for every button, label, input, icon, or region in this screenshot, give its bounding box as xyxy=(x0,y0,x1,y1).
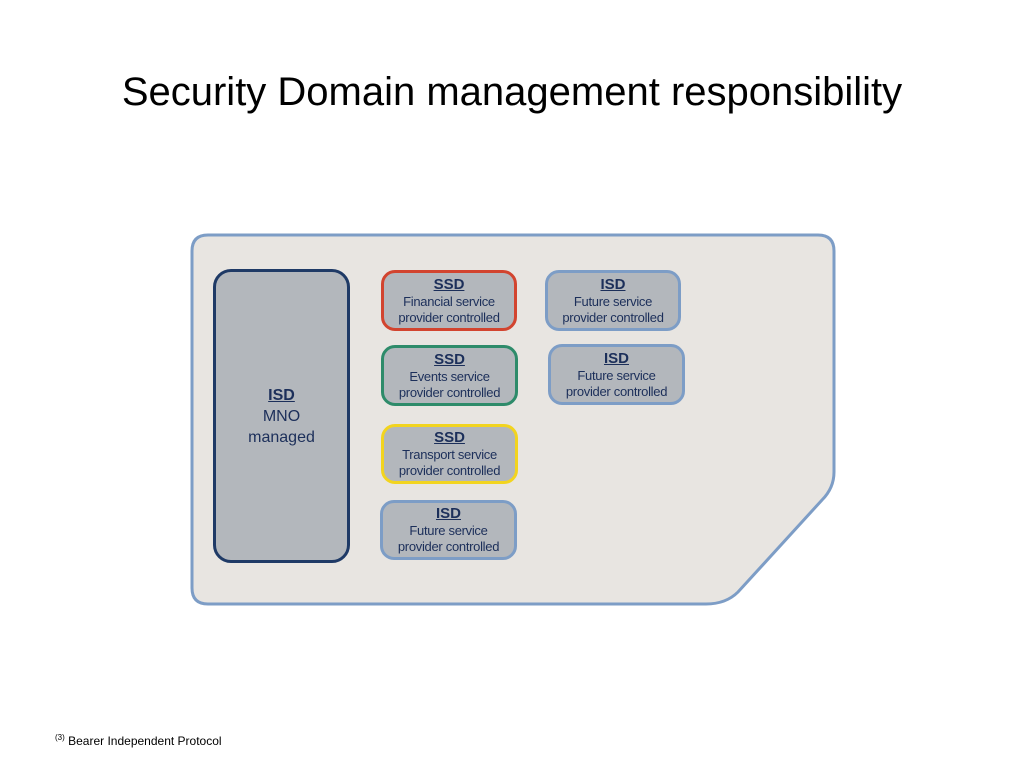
isd-future-3-kind: ISD xyxy=(603,349,629,367)
isd-main-kind: ISD xyxy=(268,386,295,404)
isd-future-1-line2: provider controlled xyxy=(397,539,500,554)
ssd-events-line2: provider controlled xyxy=(398,384,501,400)
isd-mno-managed-box: ISD MNO managed xyxy=(213,269,350,563)
slide-title: Security Domain management responsibilit… xyxy=(121,70,903,114)
isd-future-3-line1: Future service xyxy=(577,367,656,383)
ssd-events-line1: Events service xyxy=(409,368,490,384)
isd-future-2-line2: provider controlled xyxy=(562,309,664,325)
ssd-events-kind: SSD xyxy=(434,350,465,368)
footnote: (3) Bearer Independent Protocol xyxy=(55,733,222,748)
isd-main-line2: managed xyxy=(248,428,315,446)
isd-future-1-kind: ISD xyxy=(435,505,461,522)
isd-future-1-line1: Future service xyxy=(409,523,488,538)
ssd-financial-line2: provider controlled xyxy=(398,309,500,325)
ssd-financial-kind: SSD xyxy=(433,275,465,293)
ssd-financial-line1: Financial service xyxy=(403,293,495,309)
isd-future-box-2: ISD Future service provider controlled xyxy=(545,270,681,331)
isd-main-line1: MNO xyxy=(262,407,301,425)
ssd-transport-line1: Transport service xyxy=(402,447,497,462)
ssd-transport-line2: provider controlled xyxy=(398,463,501,478)
ssd-transport-kind: SSD xyxy=(434,429,465,446)
isd-future-2-kind: ISD xyxy=(600,275,626,293)
isd-future-box-3: ISD Future service provider controlled xyxy=(548,344,685,405)
ssd-financial-box: SSD Financial service provider controlle… xyxy=(381,270,517,331)
isd-future-2-line1: Future service xyxy=(573,293,653,309)
footnote-marker: (3) xyxy=(55,733,65,742)
footnote-text: Bearer Independent Protocol xyxy=(68,734,222,748)
ssd-transport-box: SSD Transport service provider controlle… xyxy=(381,424,518,484)
isd-future-box-1: ISD Future service provider controlled xyxy=(380,500,517,560)
ssd-events-box: SSD Events service provider controlled xyxy=(381,345,518,406)
isd-future-3-line2: provider controlled xyxy=(565,383,668,399)
